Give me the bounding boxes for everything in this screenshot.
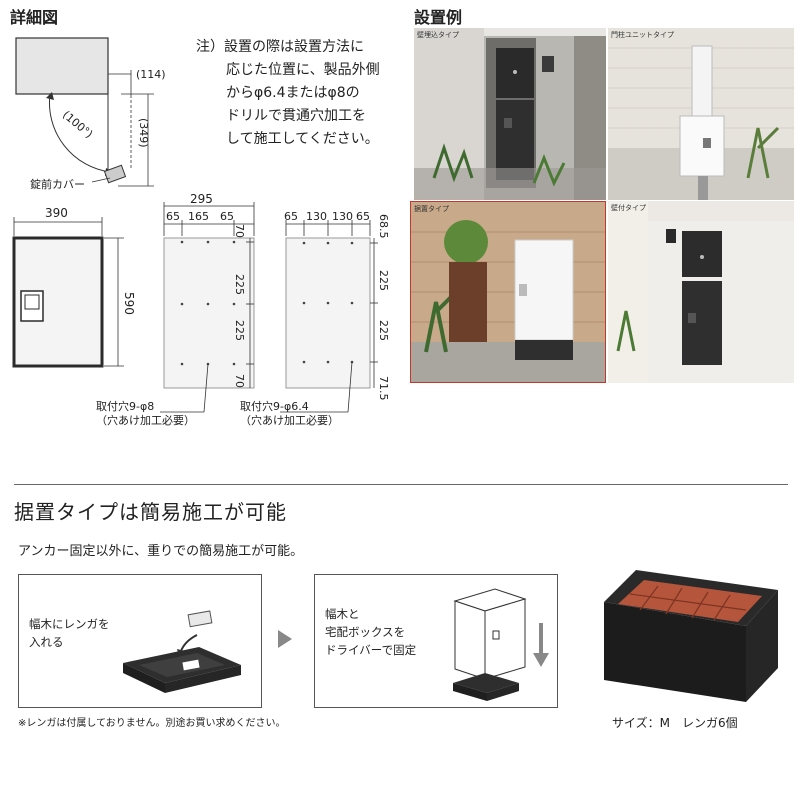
photo-label: 壁埋込タイプ xyxy=(417,31,459,39)
step1-text: 幅木にレンガを 入れる xyxy=(29,615,110,651)
photo-wall-mounted: 壁付タイプ xyxy=(608,201,794,383)
step2-text: 幅木と 宅配ボックスを ドライバーで固定 xyxy=(325,605,416,659)
step2-box: 幅木と 宅配ボックスを ドライバーで固定 xyxy=(314,574,558,708)
back-left-d65b: 65 xyxy=(220,210,234,223)
note-line: からφ6.4またはφ8の xyxy=(226,85,360,101)
back-left-hole-label: 取付穴9-φ8 （穴あけ加工必要） xyxy=(96,400,195,428)
brick-footnote: ※レンガは付属しておりません。別途お買い求めください。 xyxy=(18,718,286,729)
hole-spec: 取付穴9-φ8 xyxy=(96,400,155,413)
note-line: 応じた位置に、製品外側 xyxy=(226,62,380,78)
step1-line: 入れる xyxy=(29,635,64,649)
detail-heading: 詳細図 xyxy=(10,8,59,27)
back-right-v225a: 225 xyxy=(377,270,390,291)
free-standing-illustration xyxy=(411,220,605,382)
back-view-left-diagram xyxy=(160,202,255,413)
wall-mounted-illustration xyxy=(608,201,794,383)
dim-349-label: (349) xyxy=(137,118,150,148)
step1-box: 幅木にレンガを 入れる xyxy=(18,574,262,708)
back-left-overall: 295 xyxy=(190,192,213,206)
back-right-d130b: 130 xyxy=(332,210,353,223)
baseboard-brick-illustration xyxy=(123,610,241,693)
hole-note: （穴あけ加工必要） xyxy=(96,414,195,427)
box-on-baseboard-illustration xyxy=(453,588,549,701)
step1-line: 幅木にレンガを xyxy=(29,617,110,631)
front-view-diagram xyxy=(12,217,124,368)
photo-gate-unit: 門柱ユニットタイプ xyxy=(608,28,794,200)
next-step-arrow-icon xyxy=(278,630,292,648)
back-right-v225b: 225 xyxy=(377,320,390,341)
back-left-d165: 165 xyxy=(188,210,209,223)
back-view-right-diagram xyxy=(280,220,378,413)
photo-free-standing: 据置タイプ xyxy=(410,201,606,383)
back-left-d65a: 65 xyxy=(166,210,180,223)
back-right-v685: 68.5 xyxy=(377,214,390,239)
section-title: 据置タイプは簡易施工が可能 xyxy=(14,500,287,524)
note-line: ドリルで貫通穴加工を xyxy=(226,108,366,124)
lock-cover-label: 錠前カバー xyxy=(30,178,85,191)
step2-line: 幅木と xyxy=(325,607,360,621)
back-right-d130a: 130 xyxy=(306,210,327,223)
back-right-d65a: 65 xyxy=(284,210,298,223)
back-right-hole-label: 取付穴9-φ6.4 （穴あけ加工必要） xyxy=(240,400,339,428)
front-height-label: 590 xyxy=(122,292,136,315)
gate-unit-illustration xyxy=(608,28,794,200)
photo-wall-embedded: 壁埋込タイプ xyxy=(414,28,606,200)
back-right-v715: 71.5 xyxy=(377,376,390,401)
note-line: 注）設置の際は設置方法に xyxy=(196,39,364,55)
wall-embedded-illustration xyxy=(414,28,606,200)
baseboard-with-bricks-image xyxy=(604,570,778,702)
section-subtitle: アンカー固定以外に、重りでの簡易施工が可能。 xyxy=(18,544,304,559)
back-right-d65b: 65 xyxy=(356,210,370,223)
install-note: 注）設置の際は設置方法に 応じた位置に、製品外側 からφ6.4またはφ8の ドリ… xyxy=(196,36,380,151)
photo-label: 据置タイプ xyxy=(414,205,449,213)
examples-heading: 設置例 xyxy=(414,8,463,27)
front-width-label: 390 xyxy=(45,206,68,220)
photo-label: 壁付タイプ xyxy=(611,204,646,212)
open-door-diagram xyxy=(15,37,154,187)
back-left-v70a: 70 xyxy=(233,224,246,238)
note-line: して施工してください。 xyxy=(226,131,379,147)
size-caption: サイズ：M レンガ6個 xyxy=(612,716,738,730)
step2-line: ドライバーで固定 xyxy=(325,643,417,657)
back-left-v225a: 225 xyxy=(233,274,246,295)
step2-line: 宅配ボックスを xyxy=(325,625,406,639)
hole-note: （穴あけ加工必要） xyxy=(240,414,339,427)
section-divider xyxy=(14,484,788,485)
dim-114-label: (114) xyxy=(136,68,166,81)
back-left-v70b: 70 xyxy=(233,374,246,388)
back-left-v225b: 225 xyxy=(233,320,246,341)
photo-label: 門柱ユニットタイプ xyxy=(611,31,674,39)
hole-spec: 取付穴9-φ6.4 xyxy=(240,400,309,413)
